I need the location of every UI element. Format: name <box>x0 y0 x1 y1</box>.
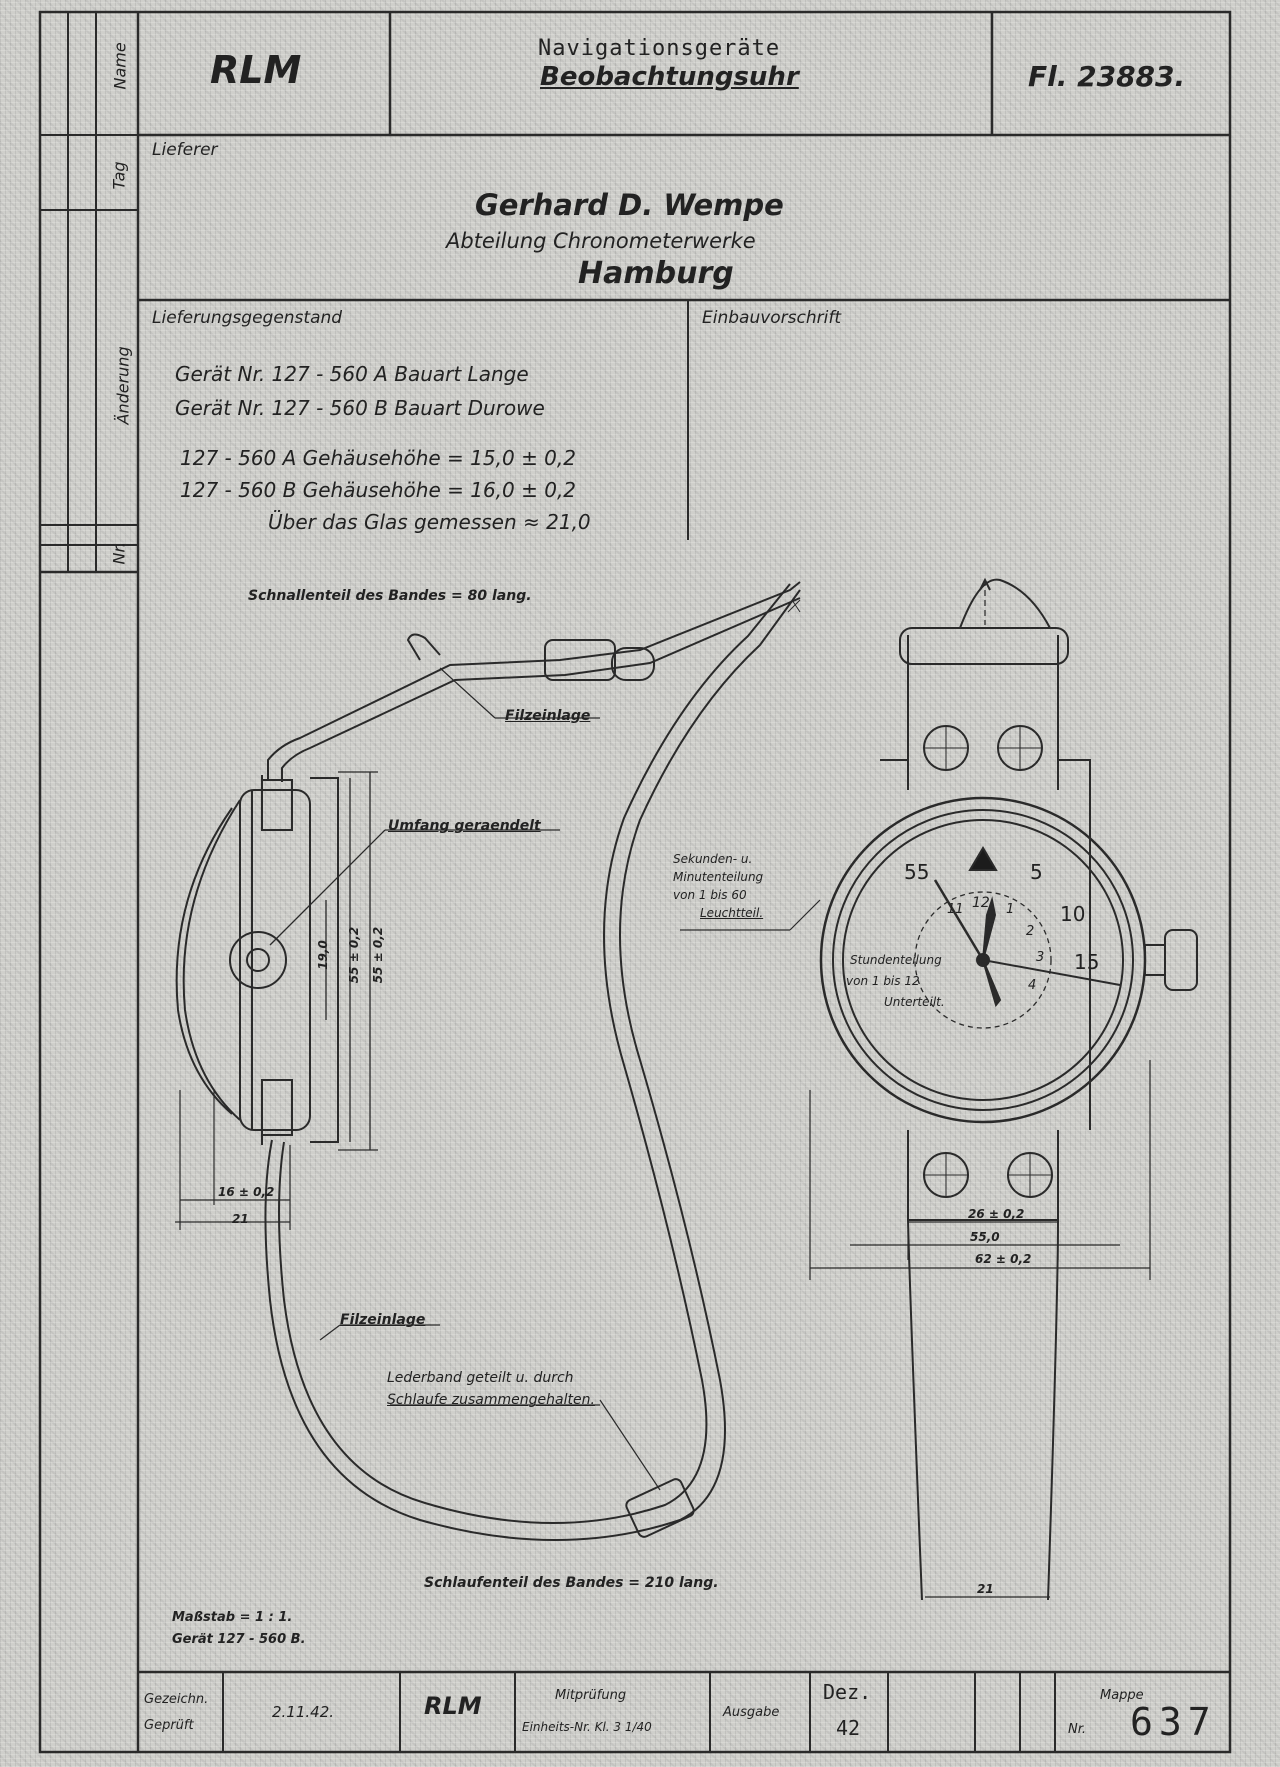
bottom-einheits-label: Einheits-Nr. Kl. 3 1/40 <box>522 1720 652 1734</box>
front-view-watch <box>680 577 1198 1601</box>
annotation-lederband: Lederband geteilt u. durch <box>387 1370 574 1386</box>
dial-number: 15 <box>1074 950 1100 974</box>
annotation-massstab: Gerät 127 - 560 B. <box>172 1632 306 1647</box>
dimension-front-55: 55,0 <box>970 1230 1000 1244</box>
annotation-filzeinlage-top: Filzeinlage <box>505 708 591 724</box>
sheet-number: 637 <box>1130 1700 1217 1744</box>
dial-sub-number: 4 <box>1028 978 1037 993</box>
title-block-frame <box>38 10 1232 1754</box>
annotation-sekunden: Sekunden- u. <box>673 852 753 866</box>
supplier-label: Lieferer <box>152 140 218 160</box>
delivery-label: Lieferungsgegenstand <box>152 308 343 328</box>
annotation-filzeinlage-bottom: Filzeinlage <box>340 1312 426 1328</box>
header-authority: RLM <box>210 48 302 92</box>
dial-sub-number: 12 <box>972 895 990 911</box>
bottom-issue-month: Dez. <box>823 1680 872 1704</box>
dimension-side-21: 21 <box>232 1212 249 1226</box>
revision-tag-label: Tag <box>109 161 129 190</box>
drawing-number: Fl. 23883. <box>1028 60 1186 93</box>
dimension-strap-21: 21 <box>977 1582 994 1596</box>
annotation-stunden: Unterteilt. <box>884 995 945 1009</box>
delivery-line: 127 - 560 B Gehäusehöhe = 16,0 ± 0,2 <box>180 478 577 502</box>
delivery-line: Gerät Nr. 127 - 560 B Bauart Durowe <box>175 396 545 420</box>
annotation-sekunden: von 1 bis 60 <box>673 888 747 902</box>
strap-side-view <box>264 581 801 1541</box>
bottom-mitpruefung-label: Mitprüfung <box>555 1688 627 1703</box>
bottom-geprueft-label: Geprüft <box>144 1718 194 1733</box>
annotation-umfang: Umfang geraendelt <box>388 818 541 834</box>
dial-number: 55 <box>904 860 930 884</box>
dial-sub-number: 2 <box>1026 924 1035 939</box>
dimension-side-height: 19,0 <box>315 940 330 970</box>
side-view-watch <box>175 771 560 1230</box>
annotation-sekunden: Minutenteilung <box>673 870 764 884</box>
annotation-lederband: Schlaufe zusammengehalten. <box>387 1392 595 1408</box>
header-category: Navigationsgeräte <box>538 36 781 61</box>
header-item-name: Beobachtungsuhr <box>540 62 799 92</box>
revision-name-label: Name <box>110 42 130 90</box>
dimension-side-height: 55 ± 0,2 <box>371 926 386 984</box>
bottom-ausgabe-label: Ausgabe <box>723 1705 780 1720</box>
dimension-side-16: 16 ± 0,2 <box>218 1185 275 1199</box>
dimension-front-26: 26 ± 0,2 <box>968 1207 1025 1221</box>
bottom-date: 2.11.42. <box>272 1703 335 1721</box>
supplier-city: Hamburg <box>578 256 734 291</box>
annotation-sekunden: Leuchtteil. <box>700 906 764 920</box>
bottom-gezeichnet-label: Gezeichn. <box>144 1692 209 1707</box>
dial-sub-number: 11 <box>947 902 964 917</box>
annotation-stunden: Stundenteilung <box>850 953 942 967</box>
revision-aenderung-label: Änderung <box>113 346 133 425</box>
bottom-nr-label: Nr. <box>1068 1722 1087 1737</box>
dial-number: 5 <box>1030 860 1043 884</box>
bottom-authority: RLM <box>424 1692 482 1720</box>
annotation-massstab: Maßstab = 1 : 1. <box>172 1610 293 1625</box>
dial-sub-number: 1 <box>1006 902 1015 917</box>
delivery-line: Über das Glas gemessen ≈ 21,0 <box>268 510 591 534</box>
dial-sub-number: 3 <box>1036 950 1045 965</box>
installation-label: Einbauvorschrift <box>702 308 842 328</box>
supplier-department: Abteilung Chronometerwerke <box>446 229 756 253</box>
dimension-side-height: 55 ± 0,2 <box>347 926 362 984</box>
annotation-schnallenteil: Schnallenteil des Bandes = 80 lang. <box>248 588 532 604</box>
revision-nr-label: Nr. <box>109 542 129 565</box>
supplier-company: Gerhard D. Wempe <box>475 188 784 222</box>
annotation-stunden: von 1 bis 12 <box>846 974 920 988</box>
bottom-issue-year: 42 <box>836 1716 861 1740</box>
delivery-line: 127 - 560 A Gehäusehöhe = 15,0 ± 0,2 <box>180 446 576 470</box>
bottom-mappe-label: Mappe <box>1100 1688 1144 1703</box>
delivery-line: Gerät Nr. 127 - 560 A Bauart Lange <box>175 362 529 386</box>
annotation-schlaufenteil: Schlaufenteil des Bandes = 210 lang. <box>424 1575 719 1591</box>
dial-number: 10 <box>1060 902 1086 926</box>
dimension-front-62: 62 ± 0,2 <box>975 1252 1032 1266</box>
